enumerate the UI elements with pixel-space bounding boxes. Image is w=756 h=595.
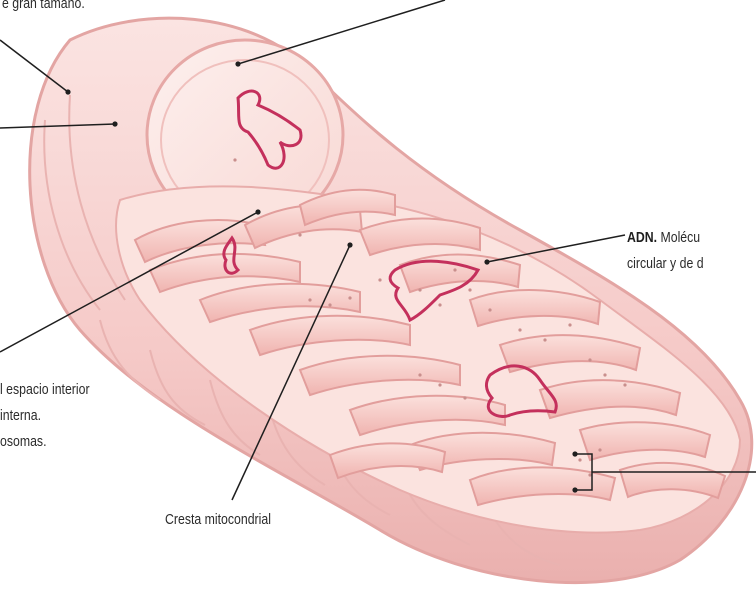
adn-term: ADN.	[627, 229, 657, 246]
matrix-label-line1: l espacio interior	[0, 380, 90, 400]
top-left-fragment: e gran tamaño.	[2, 0, 85, 14]
adn-line1-rest: Molécu	[657, 229, 700, 246]
cresta-label: Cresta mitocondrial	[165, 510, 271, 530]
matrix-label-line2: interna.	[0, 406, 41, 426]
adn-label-line1: ADN. Molécu	[627, 228, 700, 248]
adn-label-line2: circular y de d	[627, 254, 704, 274]
matrix-label-line3: osomas.	[0, 432, 46, 452]
